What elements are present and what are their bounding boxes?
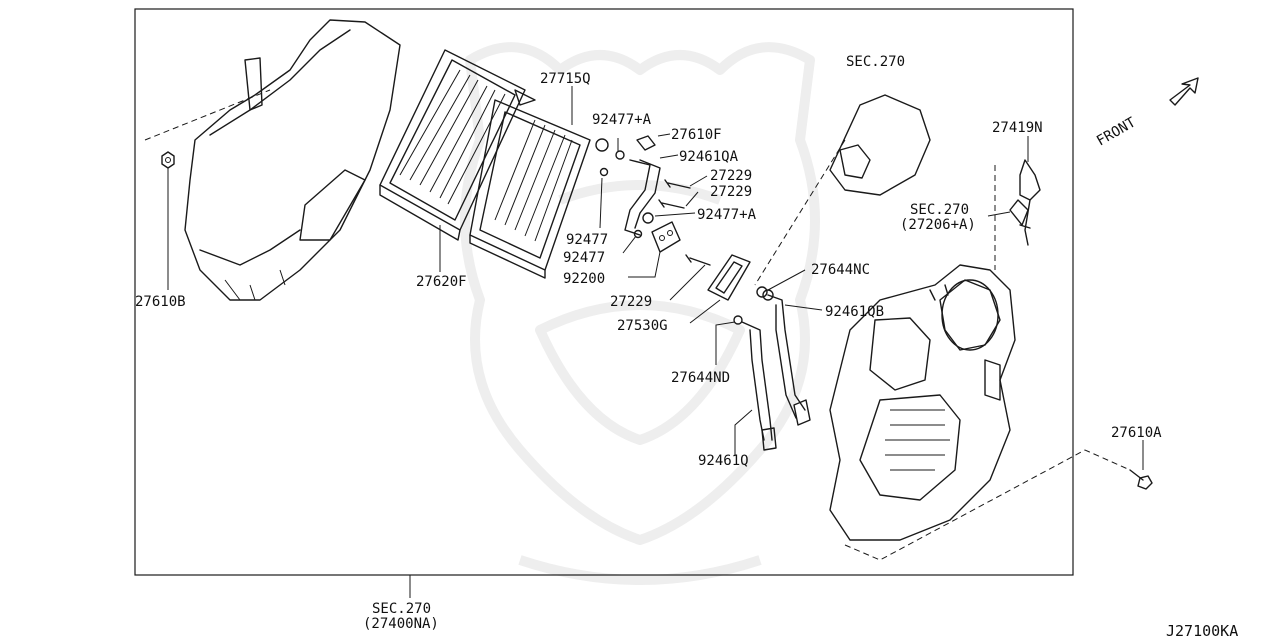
leader-sec270-right — [987, 211, 1011, 217]
heater-core — [379, 49, 526, 241]
label-92461Q: 92461Q — [698, 453, 749, 469]
bolts-27229 — [658, 179, 711, 266]
pipe-92461Q — [733, 315, 777, 451]
label-92200: 92200 — [563, 271, 605, 287]
label-27530G: 27530G — [617, 318, 668, 334]
duct-cover-sec270 — [829, 94, 931, 196]
label-sec270-bottom-1: SEC.270 — [372, 601, 431, 617]
dashed-guide-27610A — [844, 449, 1131, 561]
bolt-27610A — [1129, 469, 1153, 490]
diagram-frame — [134, 8, 1074, 576]
label-27419N: 27419N — [992, 120, 1043, 136]
leader-27610F — [657, 133, 671, 137]
label-92477A-top: 92477+A — [592, 112, 652, 128]
label-27229-c: 27229 — [610, 294, 652, 310]
leader-92461QA — [659, 154, 679, 159]
label-92461QA: 92461QA — [679, 149, 739, 165]
label-27610B: 27610B — [135, 294, 186, 310]
leader-27229-c — [669, 264, 706, 301]
leader-92200 — [628, 251, 661, 278]
label-sec270-right-1: SEC.270 — [910, 202, 969, 218]
label-27644NC: 27644NC — [811, 262, 870, 278]
label-27229-b: 27229 — [710, 184, 752, 200]
diagram-code: J27100KA — [1166, 622, 1238, 639]
watermark-emblem — [460, 42, 820, 585]
leader-27530G — [689, 299, 721, 324]
label-27610F: 27610F — [671, 127, 722, 143]
label-92477A-mid: 92477+A — [697, 207, 757, 223]
leader-27229-b — [685, 191, 699, 207]
label-92461QB: 92461QB — [825, 304, 884, 320]
label-27610A: 27610A — [1111, 425, 1162, 441]
label-27644ND: 27644ND — [671, 370, 730, 386]
leader-92477-b — [622, 235, 637, 254]
sensor-27419N — [1009, 159, 1041, 246]
leader-92477-a — [599, 177, 603, 229]
label-sec270-top: SEC.270 — [846, 54, 905, 70]
label-92477-b: 92477 — [563, 250, 605, 266]
dashed-guide-27610B — [144, 89, 271, 141]
label-27229-a: 27229 — [710, 168, 752, 184]
leader-92461Q — [734, 409, 753, 455]
dashed-guide-sec270-top — [754, 139, 846, 286]
label-92477-a: 92477 — [566, 232, 608, 248]
evaporator — [469, 89, 591, 279]
leader-27229-a — [689, 175, 708, 187]
label-sec270-right-2: (27206+A) — [900, 217, 976, 233]
front-arrow-icon — [1169, 77, 1199, 106]
bracket-27530G — [707, 254, 751, 301]
heater-unit-case — [829, 264, 1016, 541]
leader-92461QB — [784, 304, 823, 311]
nut-27610B — [161, 151, 175, 169]
leader-27644NC — [767, 269, 806, 291]
leader-27644ND — [715, 321, 736, 365]
pipe-assembly-92461QA — [595, 135, 661, 239]
label-27715Q: 27715Q — [540, 71, 591, 87]
label-27620F: 27620F — [416, 274, 467, 290]
front-label: FRONT — [1094, 114, 1139, 149]
label-sec270-bottom-2: (27400NA) — [363, 616, 439, 632]
blower-housing-left — [184, 19, 401, 301]
leader-92477A-mid — [654, 212, 696, 217]
o-ring-27644NC — [756, 286, 768, 298]
expansion-valve-92200 — [651, 221, 681, 253]
